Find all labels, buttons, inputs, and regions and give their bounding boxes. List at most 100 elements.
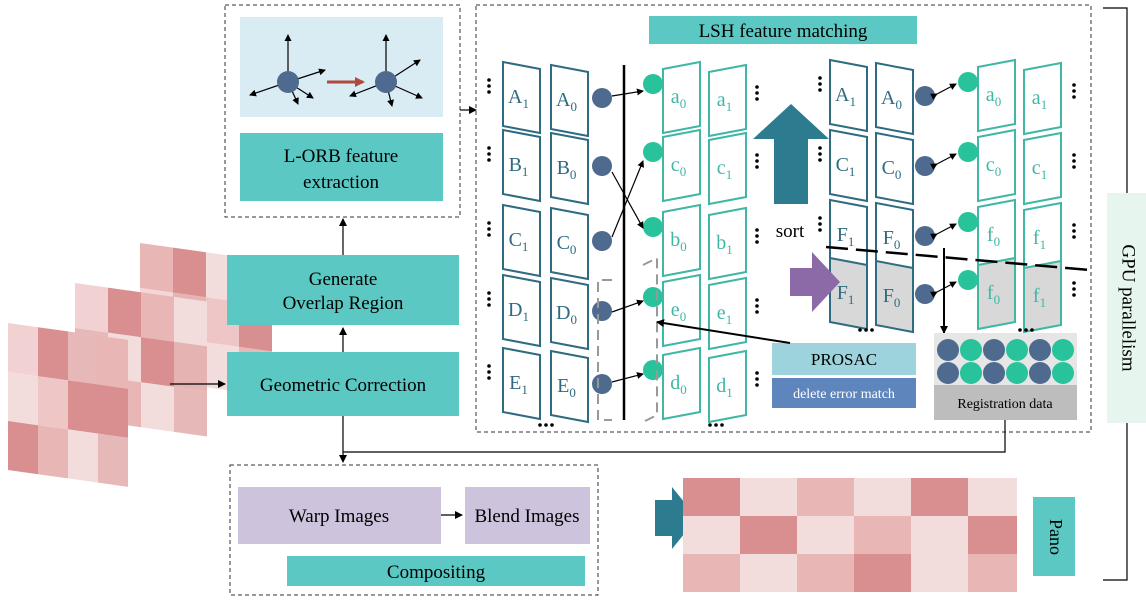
card-right-outer bbox=[708, 349, 747, 424]
sorted-left-dot bbox=[915, 284, 935, 304]
right-descriptor-dot bbox=[643, 287, 663, 307]
registration-dot bbox=[960, 362, 982, 384]
ellipsis-icon bbox=[720, 423, 724, 427]
ellipsis-icon bbox=[1072, 235, 1076, 239]
delete-error-box bbox=[772, 378, 916, 408]
card-right-inner bbox=[662, 203, 701, 278]
registration-label: Registration data bbox=[957, 397, 1053, 412]
compositing-label: Compositing bbox=[387, 562, 486, 583]
registration-dot bbox=[1006, 362, 1028, 384]
ellipsis-icon bbox=[755, 304, 759, 308]
ellipsis-icon bbox=[550, 423, 554, 427]
card-left-outer bbox=[502, 203, 541, 278]
ellipsis-icon bbox=[487, 297, 491, 301]
right-descriptor-dot bbox=[643, 360, 663, 380]
orb-extraction-box bbox=[240, 133, 443, 201]
card-left-inner bbox=[550, 63, 589, 138]
geometric-correction-box bbox=[227, 352, 459, 416]
sorted-left-dot bbox=[915, 156, 935, 176]
ellipsis-icon bbox=[818, 222, 822, 226]
pano-label: Pano bbox=[1046, 519, 1066, 555]
registration-dots bbox=[937, 339, 1074, 384]
ellipsis-icon bbox=[755, 159, 759, 163]
sorted-left-inner bbox=[875, 61, 914, 136]
ellipsis-icon bbox=[487, 78, 491, 82]
orb-keypoint-after bbox=[375, 71, 397, 93]
sort-up-arrow bbox=[753, 104, 829, 204]
ellipsis-icon bbox=[487, 227, 491, 231]
panorama-image bbox=[683, 478, 1017, 592]
left-descriptor-dot bbox=[592, 88, 612, 108]
ellipsis-icon bbox=[708, 423, 712, 427]
card-left-inner bbox=[550, 206, 589, 281]
card-left-inner bbox=[550, 276, 589, 351]
error-match-bracket-right bbox=[642, 256, 658, 423]
warp-images-label: Warp Images bbox=[289, 506, 389, 527]
orb-keypoint-panel bbox=[240, 17, 443, 117]
ellipsis-icon bbox=[755, 310, 759, 314]
compositing-group-frame bbox=[229, 464, 599, 596]
ellipsis-icon bbox=[487, 370, 491, 374]
ellipsis-icon bbox=[818, 216, 822, 220]
ellipsis-icon bbox=[487, 291, 491, 295]
ellipsis-icon bbox=[818, 228, 822, 232]
card-right-inner bbox=[662, 346, 701, 421]
card-right-inner bbox=[662, 60, 701, 135]
lsh-title-label: LSH feature matching bbox=[699, 21, 868, 42]
ellipsis-icon bbox=[487, 233, 491, 237]
right-descriptor-dot bbox=[643, 74, 663, 94]
ellipsis-icon bbox=[1072, 165, 1076, 169]
ellipsis-icon bbox=[1072, 153, 1076, 157]
ellipsis-icon bbox=[818, 152, 822, 156]
ellipsis-icon bbox=[755, 153, 759, 157]
ellipsis-icon bbox=[487, 146, 491, 150]
registration-dot bbox=[937, 339, 959, 361]
prosac-label: PROSAC bbox=[811, 350, 877, 369]
card-right-outer bbox=[708, 206, 747, 281]
registration-dot bbox=[937, 362, 959, 384]
left-descriptor-dot bbox=[592, 231, 612, 251]
ellipsis-icon bbox=[487, 90, 491, 94]
registration-dot bbox=[1052, 362, 1074, 384]
ellipsis-icon bbox=[487, 158, 491, 162]
card-right-inner bbox=[662, 128, 701, 203]
sorted-left-outer bbox=[829, 128, 868, 203]
sorted-left-outer bbox=[829, 58, 868, 133]
card-left-outer bbox=[502, 60, 541, 135]
pano-box bbox=[1033, 497, 1075, 576]
ellipsis-icon bbox=[858, 328, 862, 332]
registration-label-box bbox=[934, 385, 1077, 420]
to-pano-arrow bbox=[655, 487, 697, 549]
card-left-inner bbox=[550, 349, 589, 424]
sorted-right-dot bbox=[958, 72, 978, 92]
ellipsis-icon bbox=[1072, 159, 1076, 163]
sorted-right-outer bbox=[1023, 131, 1062, 206]
ellipsis-icon bbox=[1072, 287, 1076, 291]
blend-images-box bbox=[465, 487, 590, 544]
orb-group-frame bbox=[224, 4, 461, 218]
geometric-correction-label: Geometric Correction bbox=[260, 375, 427, 396]
ellipsis-icon bbox=[1072, 281, 1076, 285]
ellipsis-icon bbox=[544, 423, 548, 427]
ellipsis-icon bbox=[755, 97, 759, 101]
ellipsis-icon bbox=[487, 152, 491, 156]
ellipsis-icon bbox=[1072, 89, 1076, 93]
right-descriptor-dot bbox=[643, 217, 663, 237]
orb-line2-label: extraction bbox=[303, 172, 379, 193]
ellipsis-icon bbox=[1072, 95, 1076, 99]
sorted-left-dot bbox=[915, 226, 935, 246]
sorted-right-inner bbox=[977, 58, 1016, 133]
card-left-outer bbox=[502, 128, 541, 203]
lsh-title-box bbox=[649, 16, 917, 44]
ellipsis-icon bbox=[1030, 328, 1034, 332]
sorted-right-outer bbox=[1023, 61, 1062, 136]
sorted-right-outer bbox=[1023, 259, 1062, 334]
ellipsis-icon bbox=[818, 146, 822, 150]
ellipsis-icon bbox=[755, 165, 759, 169]
registration-dot bbox=[983, 339, 1005, 361]
sort-label: sort bbox=[776, 221, 805, 242]
ellipsis-icon bbox=[1072, 293, 1076, 297]
ellipsis-icon bbox=[487, 376, 491, 380]
warp-images-box bbox=[238, 487, 441, 544]
prosac-box bbox=[772, 343, 916, 375]
